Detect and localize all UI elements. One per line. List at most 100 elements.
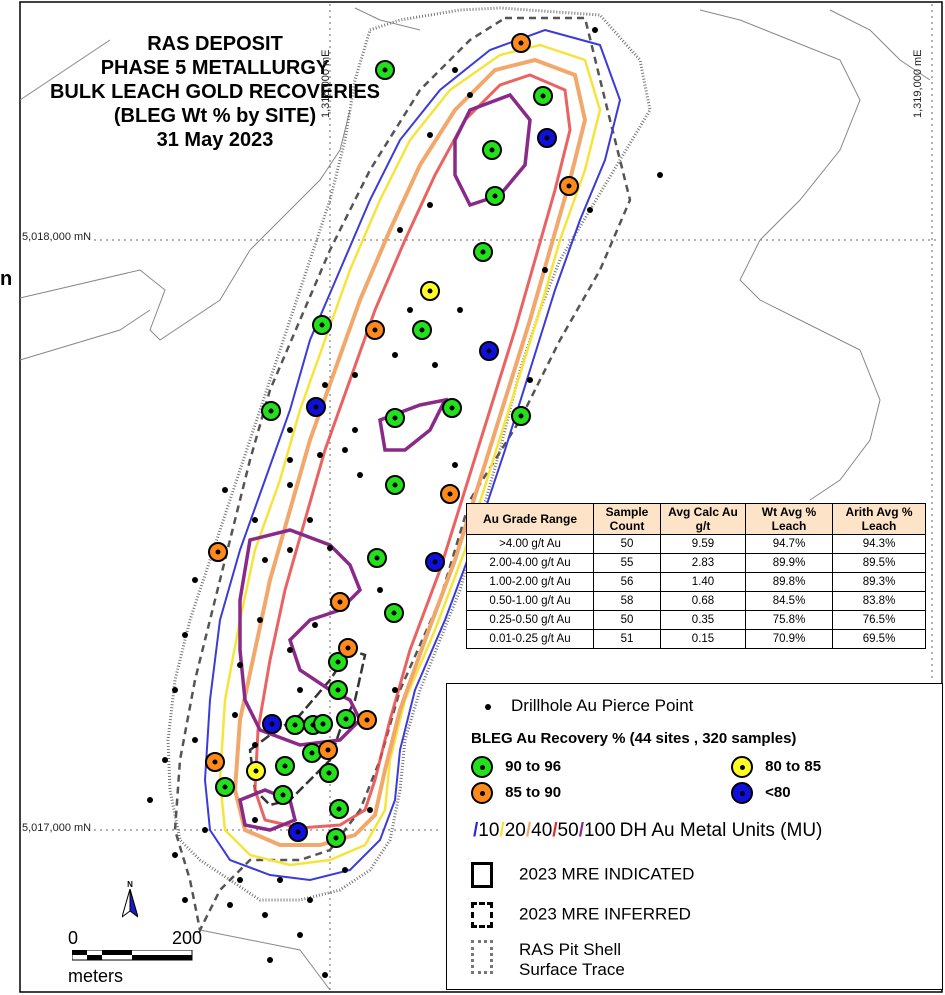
map-legend: Drillhole Au Pierce Point BLEG Au Recove… <box>446 683 943 990</box>
contour-50-swatch-icon: / <box>552 820 558 841</box>
table-cell: 50 <box>593 534 661 554</box>
easting-right-label: 1,319,000 mE <box>912 49 924 119</box>
table-cell: 89.3% <box>832 572 926 592</box>
contour-value: 40 <box>531 820 553 841</box>
table-cell: 1.00-2.00 g/t Au <box>466 572 594 592</box>
table-cell: 55 <box>593 553 661 573</box>
title-line-1: RAS DEPOSIT <box>147 33 283 55</box>
class-label: 85 to 90 <box>505 783 562 801</box>
mre-inferred-outline <box>173 16 632 934</box>
table-cell: 94.3% <box>832 534 926 554</box>
class-label: 90 to 96 <box>505 757 562 775</box>
header-cell: Wt Avg % Leach <box>745 503 833 535</box>
north-arrow: N <box>121 880 139 924</box>
inferred-box-icon <box>471 902 493 928</box>
header-cell: Avg Calc Au g/t <box>660 503 746 535</box>
pit-shell-box-icon <box>471 940 493 974</box>
table-cell: 69.5% <box>832 629 926 649</box>
title-line-5: 31 May 2023 <box>156 129 274 151</box>
legend-class-80-85: 80 to 85 <box>731 756 821 778</box>
yellow-dot-icon <box>731 756 753 778</box>
table-cell: 70.9% <box>745 629 833 649</box>
indicated-box-icon <box>471 862 493 888</box>
header-cell: Au Grade Range <box>466 503 594 535</box>
legend-pierce-point: Drillhole Au Pierce Point <box>485 696 693 716</box>
table-cell: 83.8% <box>832 591 926 611</box>
table-cell: 2.00-4.00 g/t Au <box>466 553 594 573</box>
legend-class-below-80: <80 <box>731 782 791 804</box>
table-cell: 51 <box>593 629 661 649</box>
contour-40 <box>232 57 588 847</box>
legend-bleg-heading: BLEG Au Recovery % (44 sites , 320 sampl… <box>471 730 797 747</box>
scale-bar-graphic <box>72 950 193 961</box>
bleg-site-centers <box>212 40 572 841</box>
title-line-3: BULK LEACH GOLD RECOVERIES <box>49 81 381 103</box>
table-cell: 0.01-0.25 g/t Au <box>466 629 594 649</box>
green-dot-icon <box>471 756 493 778</box>
pit-shell-label-2: Surface Trace <box>519 960 625 979</box>
grade-table: Au Grade Range Sample Count Avg Calc Au … <box>466 503 926 649</box>
legend-indicated: 2023 MRE INDICATED <box>471 862 694 888</box>
table-cell: 58 <box>593 591 661 611</box>
table-cell: 76.5% <box>832 610 926 630</box>
title-line-2: PHASE 5 METALLURGY <box>100 57 330 79</box>
edge-letter: n <box>0 268 13 290</box>
table-cell: 75.8% <box>745 610 833 630</box>
mre-indicated-outline <box>248 648 367 807</box>
north-arrow-icon <box>121 888 139 919</box>
sites-80-85 <box>246 281 440 781</box>
table-cell: 2.83 <box>660 553 746 573</box>
table-row: 2.00-4.00 g/t Au 55 2.83 89.9% 89.5% <box>466 553 926 573</box>
table-row: 0.25-0.50 g/t Au 50 0.35 75.8% 76.5% <box>466 610 926 630</box>
table-cell: 0.35 <box>660 610 746 630</box>
contour-value: 50 <box>557 820 579 841</box>
contour-40-swatch-icon: / <box>525 820 532 841</box>
table-row: 0.01-0.25 g/t Au 51 0.15 70.9% 69.5% <box>466 629 926 649</box>
indicated-label: 2023 MRE INDICATED <box>519 864 695 884</box>
header-cell: Arith Avg % Leach <box>832 503 926 535</box>
sites-85-90 <box>205 33 579 772</box>
blue-dot-icon <box>731 782 753 804</box>
table-cell: 89.8% <box>745 572 833 592</box>
table-cell: 94.7% <box>745 534 833 554</box>
contour-10 <box>203 28 622 882</box>
northing-upper-label: 5,018,000 mN <box>22 231 92 243</box>
grade-table-header: Au Grade Range Sample Count Avg Calc Au … <box>466 503 926 535</box>
pit-shell-label-1: RAS Pit Shell <box>519 940 622 959</box>
table-cell: 9.59 <box>660 534 746 554</box>
contour-label: DH Au Metal Units (MU) <box>619 820 823 841</box>
inferred-label: 2023 MRE INFERRED <box>519 904 691 924</box>
legend-class-85-90: 85 to 90 <box>471 782 561 804</box>
table-cell: 0.25-0.50 g/t Au <box>466 610 594 630</box>
topo-lines <box>19 7 931 991</box>
scale-start-label: 0 <box>68 928 79 948</box>
table-cell: 56 <box>593 572 661 592</box>
scale-units-label: meters <box>68 966 124 986</box>
pierce-point-icon <box>485 703 491 710</box>
contour-10-swatch-icon: / <box>473 820 479 841</box>
pierce-point-label: Drillhole Au Pierce Point <box>511 696 694 715</box>
contour-value: 100 <box>583 820 616 841</box>
contour-20-swatch-icon: / <box>499 820 505 841</box>
pit-shell-trace <box>166 6 652 902</box>
scale-end-label: 200 <box>172 928 203 948</box>
table-cell: 84.5% <box>745 591 833 611</box>
table-cell: 50 <box>593 610 661 630</box>
north-label: N <box>127 880 133 889</box>
class-label: 80 to 85 <box>765 757 822 775</box>
grid-lines <box>22 4 940 990</box>
orange-dot-icon <box>471 782 493 804</box>
table-row: >4.00 g/t Au 50 9.59 94.7% 94.3% <box>466 534 926 554</box>
table-cell: 1.40 <box>660 572 746 592</box>
legend-class-90-96: 90 to 96 <box>471 756 561 778</box>
table-row: 0.50-1.00 g/t Au 58 0.68 84.5% 83.8% <box>466 591 926 611</box>
northing-lower-label: 5,017,000 mN <box>22 822 92 834</box>
class-label: <80 <box>765 783 791 801</box>
contour-100-swatch-icon: / <box>578 820 584 841</box>
table-row: 1.00-2.00 g/t Au 56 1.40 89.8% 89.3% <box>466 572 926 592</box>
contour-value: 20 <box>504 820 526 841</box>
contour-value: 10 <box>478 820 500 841</box>
table-cell: >4.00 g/t Au <box>466 534 594 554</box>
